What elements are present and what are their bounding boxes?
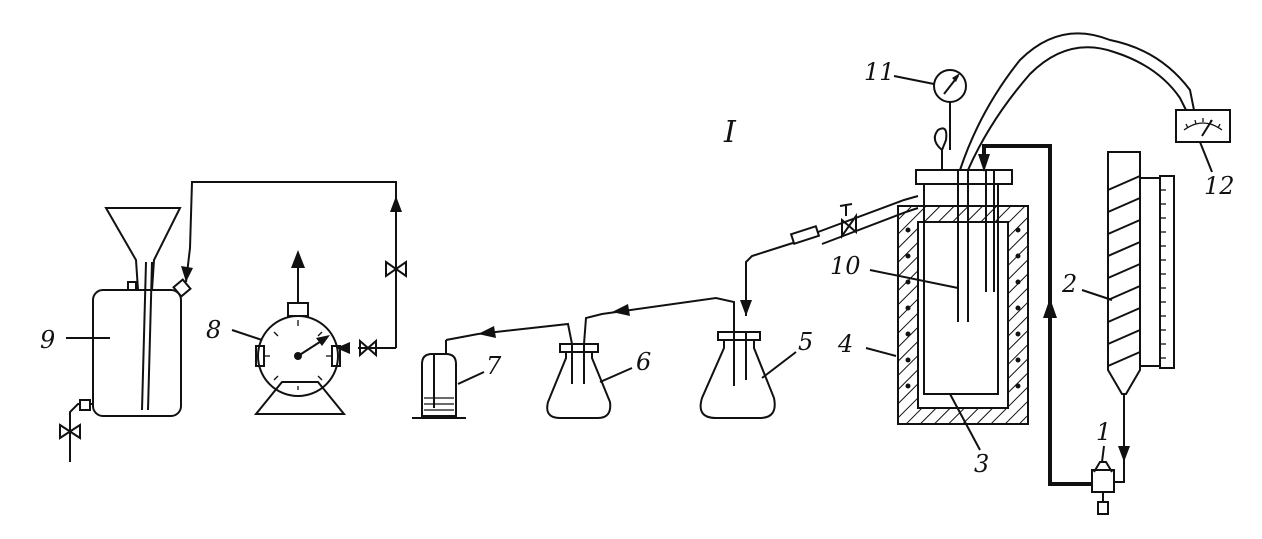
aspirator (59, 207, 192, 462)
label-10: 10 (830, 252, 861, 280)
label-2: 2 (1061, 270, 1077, 298)
rotameter (1107, 151, 1175, 395)
label-6: 6 (636, 348, 651, 376)
label-1: 1 (1096, 418, 1111, 446)
label-8: 8 (206, 316, 221, 344)
label-5: 5 (798, 328, 813, 356)
label-3: 3 (974, 450, 989, 478)
label-12: 12 (1204, 172, 1235, 200)
label-4: 4 (837, 330, 853, 358)
gas-meter (253, 250, 347, 415)
label-9: 9 (40, 326, 55, 354)
label-7: 7 (486, 352, 502, 380)
leader-lines (66, 75, 1213, 463)
absorber (412, 340, 466, 419)
valve (1091, 461, 1115, 515)
figure-label: I (723, 115, 737, 150)
furnace (897, 205, 1029, 425)
flask-6 (546, 343, 612, 419)
reactor-tube (915, 127, 1013, 395)
flask-5 (699, 331, 776, 419)
galvanometer (959, 32, 1231, 171)
inlet-lines (978, 144, 1130, 486)
label-11: 11 (864, 58, 895, 86)
pressure-gauge (933, 69, 967, 150)
